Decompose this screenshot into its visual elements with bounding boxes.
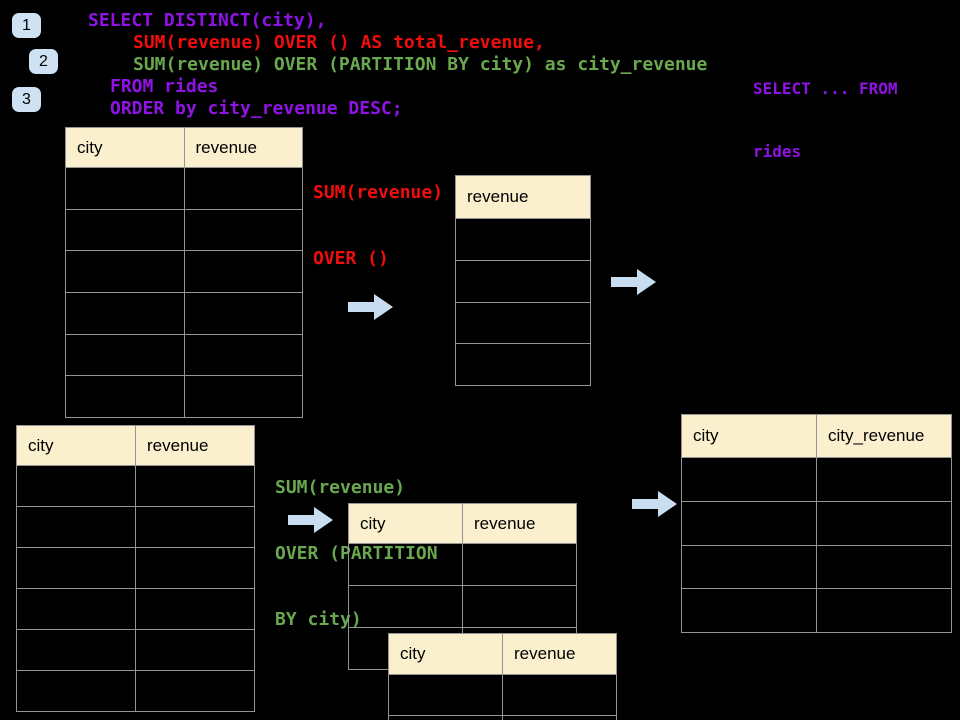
- total-annotation-line1: SUM(revenue): [313, 182, 444, 203]
- table-cell: [681, 457, 817, 502]
- table-cell: [462, 585, 577, 628]
- table-cell: [502, 674, 617, 716]
- total-annotation-line2: OVER (): [313, 248, 389, 269]
- column-header-revenue: revenue: [462, 503, 577, 544]
- table-cell: [65, 167, 185, 210]
- step-badge-2: 2: [29, 49, 58, 74]
- table-cell: [388, 674, 503, 716]
- column-header-city: city: [388, 633, 503, 675]
- table-cell: [16, 506, 136, 548]
- table-cell: [183, 208, 303, 252]
- column-header-city: city: [65, 127, 185, 168]
- column-header-revenue: revenue: [455, 175, 591, 219]
- table-cell: [16, 465, 136, 507]
- table-cell: [135, 547, 255, 589]
- table-cell: [16, 670, 136, 712]
- arrow-right-icon: [288, 507, 333, 533]
- table-cell: [135, 506, 255, 548]
- table-cell: [502, 715, 617, 720]
- table-cell: [183, 167, 303, 210]
- arrow-right-icon: [632, 491, 677, 517]
- column-header-revenue: revenue: [183, 127, 303, 168]
- column-header-revenue: revenue: [135, 425, 255, 466]
- select-from-rides-note: SELECT ... FROM rides: [753, 36, 898, 204]
- table-cell: [65, 333, 185, 377]
- sql-line-total-revenue: SUM(revenue) OVER () AS total_revenue,: [133, 32, 545, 53]
- sql-line-city-revenue: SUM(revenue) OVER (PARTITION BY city) as…: [133, 54, 708, 75]
- table-cell: [135, 588, 255, 630]
- total-revenue-result-table: revenue: [455, 175, 591, 387]
- column-header-city_revenue: city_revenue: [816, 414, 952, 458]
- column-header-city: city: [348, 503, 463, 544]
- table-cell: [348, 585, 463, 628]
- table-cell: [183, 375, 303, 419]
- table-cell: [183, 250, 303, 294]
- table-cell: [135, 629, 255, 671]
- partition-annotation-line1: SUM(revenue): [275, 477, 406, 498]
- table-cell: [65, 292, 185, 335]
- sql-line-order-by: ORDER by city_revenue DESC;: [110, 98, 403, 119]
- table-cell: [681, 500, 817, 546]
- table-cell: [816, 544, 952, 590]
- table-cell: [816, 457, 952, 502]
- table-cell: [65, 375, 185, 419]
- total-revenue-result-grid: revenue: [455, 175, 591, 387]
- table-cell: [455, 301, 591, 345]
- table-cell: [455, 259, 591, 303]
- table-cell: [462, 543, 577, 586]
- table-cell: [135, 465, 255, 507]
- table-cell: [455, 343, 591, 387]
- step-badge-3: 3: [12, 87, 41, 112]
- table-cell: [183, 333, 303, 377]
- sql-line-from: FROM rides: [110, 76, 219, 97]
- table-cell: [16, 588, 136, 630]
- table-cell: [455, 218, 591, 261]
- table-cell: [816, 588, 952, 634]
- table-cell: [681, 544, 817, 590]
- table-cell: [65, 250, 185, 294]
- arrow-right-icon: [348, 294, 393, 320]
- table-cell: [135, 670, 255, 712]
- table-cell: [16, 629, 136, 671]
- table-cell: [348, 543, 463, 586]
- side-note-line1: SELECT ... FROM: [753, 79, 898, 98]
- arrow-right-icon: [611, 269, 656, 295]
- table-cell: [816, 500, 952, 546]
- table-cell: [388, 715, 503, 720]
- table-cell: [681, 588, 817, 634]
- table-cell: [16, 547, 136, 589]
- side-note-line2: rides: [753, 142, 802, 161]
- total-revenue-annotation: SUM(revenue) OVER (): [313, 138, 443, 314]
- table-cell: [183, 292, 303, 335]
- column-header-revenue: revenue: [502, 633, 617, 675]
- step-badge-1: 1: [12, 13, 41, 38]
- sql-line-select: SELECT DISTINCT(city),: [88, 10, 327, 31]
- column-header-city: city: [681, 414, 817, 458]
- table-cell: [65, 208, 185, 252]
- column-header-city: city: [16, 425, 136, 466]
